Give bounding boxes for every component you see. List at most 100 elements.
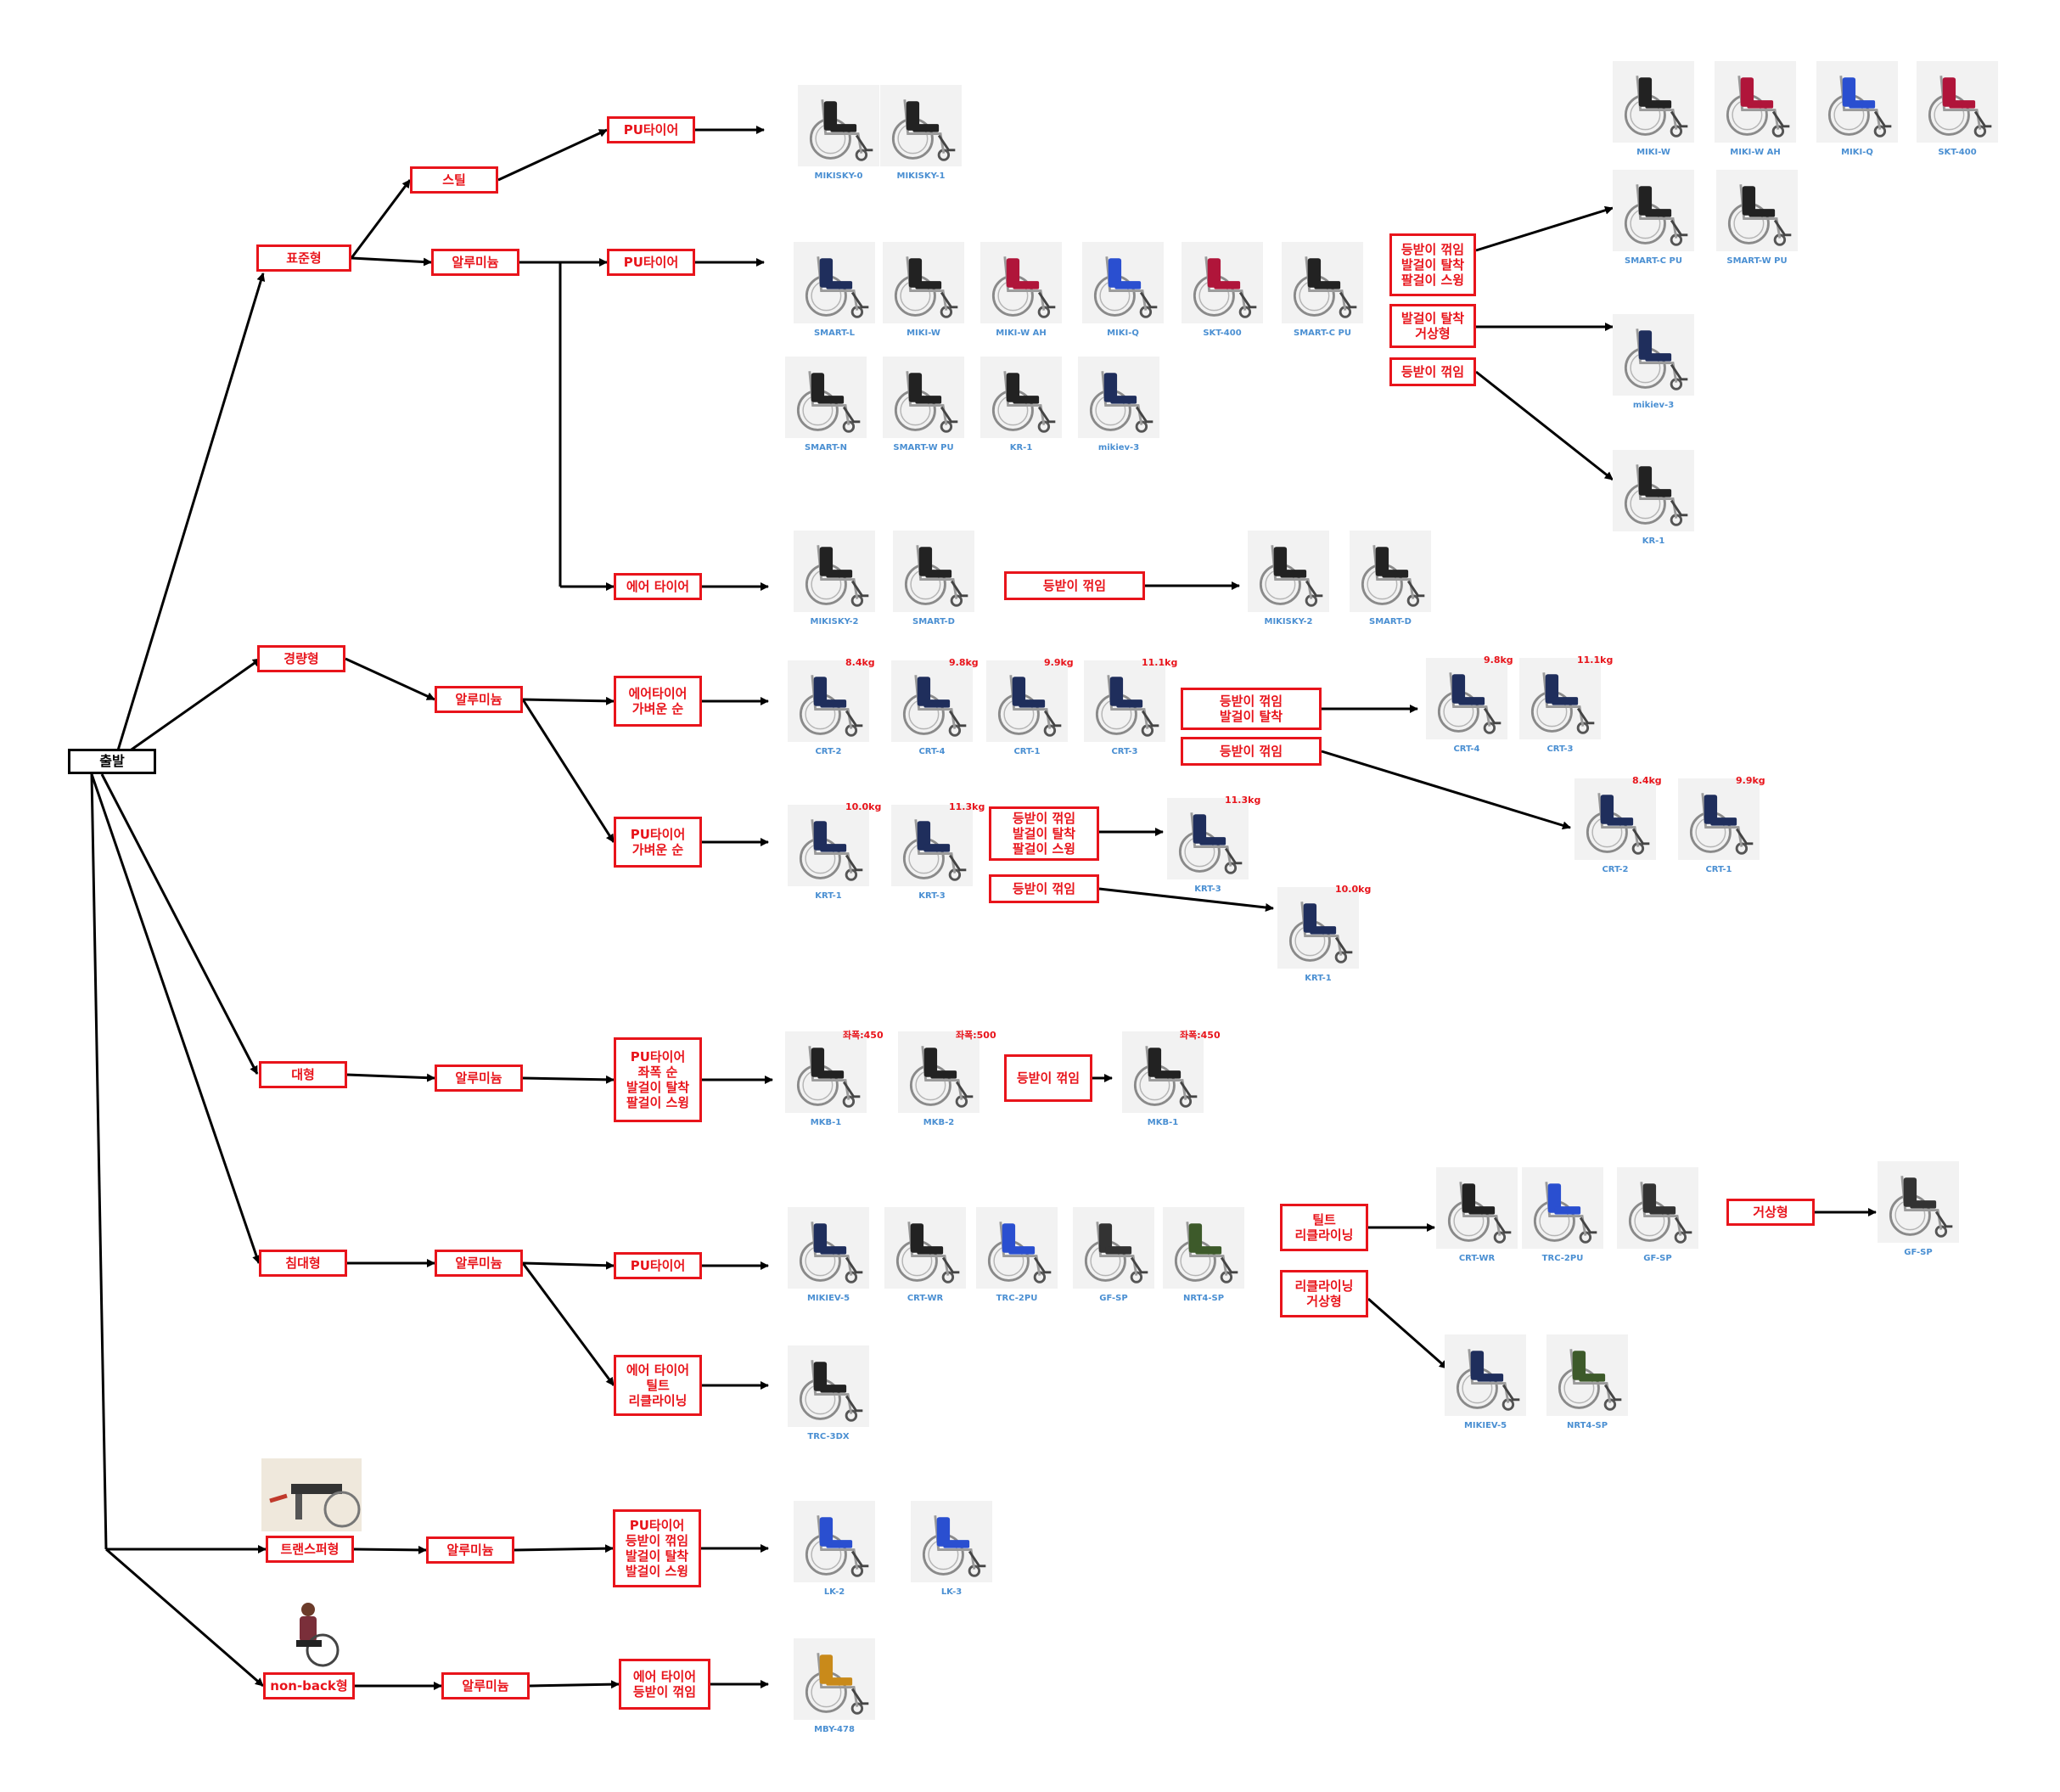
model-label: LK-3 — [940, 1587, 963, 1597]
model-label: CRT-3 — [1111, 747, 1138, 756]
wheelchair-photo — [1078, 357, 1159, 438]
wheelchair-photo — [980, 242, 1062, 323]
node-box-alu5: 알루미늄 — [426, 1536, 514, 1564]
model-label: SMART-N — [804, 443, 847, 452]
connector-arrow — [1367, 1297, 1448, 1370]
model-label: mikiev-3 — [1632, 401, 1675, 410]
node-box-bed: 침대형 — [259, 1250, 347, 1277]
model-label: MIKI-W — [907, 329, 940, 338]
connector-arrow — [350, 179, 412, 259]
model-label: MIKI-W — [1636, 148, 1670, 157]
model-label: CRT-1 — [1013, 747, 1041, 756]
nonback-demo-photo — [276, 1598, 344, 1669]
node-box-air4: 에어 타이어 등받이 꺾임 — [619, 1659, 710, 1710]
model-label: TRC-3DX — [807, 1432, 850, 1441]
wheelchair-icon — [1437, 672, 1501, 734]
wheelchair-photo — [883, 242, 964, 323]
wheelchair-icon — [922, 1515, 986, 1577]
wheelchair-photo — [1574, 778, 1656, 860]
wheelchair-photo — [986, 660, 1068, 742]
model-label: SMART-D — [1369, 617, 1412, 626]
wheelchair-icon — [894, 371, 958, 433]
connector-arrow — [522, 696, 615, 705]
wheelchair-photo — [1277, 887, 1359, 969]
connector-arrow — [522, 1075, 615, 1084]
wheelchair-icon — [904, 545, 968, 607]
wheelchair-photo — [884, 1207, 966, 1289]
weight-label: 11.3kg — [1225, 795, 1261, 806]
weight-label: 11.3kg — [949, 801, 985, 812]
node-box-steel: 스틸 — [410, 166, 498, 194]
model-label: KRT-3 — [918, 891, 946, 901]
wheelchair-photo — [794, 531, 875, 612]
model-label: GF-SP — [1099, 1294, 1128, 1303]
wheelchair-icon — [997, 675, 1062, 737]
wheelchair-photo — [1122, 1031, 1204, 1113]
connector-arrow — [114, 657, 261, 763]
node-box-f5: 등받이 꺾임 발걸이 탈착 — [1181, 688, 1322, 730]
model-label: CRT-4 — [918, 747, 946, 756]
wheelchair-photo — [1167, 798, 1249, 879]
connector-arrow — [1321, 750, 1571, 830]
connector-arrow — [514, 1544, 614, 1553]
node-box-pu3: PU타이어 가벼운 순 — [614, 817, 702, 868]
node-box-f6: 등받이 꺾임 — [1181, 737, 1322, 766]
node-box-air2: 에어타이어 가벼운 순 — [614, 676, 702, 727]
weight-label: 8.4kg — [845, 657, 875, 668]
wheelchair-icon — [1558, 1349, 1622, 1411]
wheelchair-icon — [1288, 902, 1353, 963]
model-label: SKT-400 — [1203, 329, 1242, 338]
weight-label: 9.9kg — [1736, 775, 1765, 786]
model-label: MIKIEV-5 — [806, 1294, 850, 1303]
weight-label: 좌폭:450 — [843, 1030, 884, 1041]
wheelchair-photo — [891, 660, 973, 742]
wheelchair-photo — [1248, 531, 1329, 612]
wheelchair-icon — [1093, 256, 1158, 318]
wheelchair-photo — [1426, 658, 1507, 739]
model-label: SMART-C PU — [1294, 329, 1351, 338]
wheelchair-icon — [1624, 76, 1688, 138]
model-label: SMART-W PU — [893, 443, 954, 452]
model-label: NRT4-SP — [1566, 1421, 1608, 1430]
model-label: MIKIEV-5 — [1463, 1421, 1507, 1430]
wheelchair-photo — [785, 357, 867, 438]
wheelchair-photo — [794, 242, 875, 323]
model-label: CRT-WR — [1458, 1254, 1496, 1263]
wheelchair-photo — [880, 85, 962, 166]
wheelchair-icon — [1447, 1182, 1512, 1244]
model-label: CRT-2 — [815, 747, 842, 756]
node-box-pu2: PU타이어 — [607, 249, 695, 276]
connector-arrow — [113, 272, 266, 762]
wheelchair-icon — [895, 1222, 960, 1284]
wheelchair-icon — [799, 819, 863, 881]
wheelchair-icon — [796, 1046, 861, 1108]
model-label: SMART-W PU — [1726, 256, 1788, 266]
wheelchair-photo — [898, 1031, 979, 1113]
model-label: MIKI-W AH — [1730, 148, 1781, 157]
weight-label: 11.1kg — [1142, 657, 1178, 668]
wheelchair-icon — [894, 256, 958, 318]
model-label: MBY-478 — [814, 1725, 855, 1734]
model-label: TRC-2PU — [996, 1294, 1038, 1303]
wheelchair-icon — [1727, 184, 1792, 246]
node-box-pu1: PU타이어 — [607, 116, 695, 143]
wheelchair-photo — [891, 805, 973, 886]
wheelchair-photo — [794, 1501, 875, 1582]
wheelchair-icon — [1889, 1176, 1953, 1238]
wheelchair-icon — [1361, 545, 1425, 607]
wheelchair-photo — [1282, 242, 1363, 323]
node-box-alu6: 알루미늄 — [441, 1672, 530, 1699]
wheelchair-icon — [1533, 1182, 1597, 1244]
wheelchair-photo — [1182, 242, 1263, 323]
node-box-tilt: 틸트 리클라이닝 — [1280, 1204, 1368, 1251]
node-box-air1: 에어 타이어 — [614, 573, 702, 600]
wheelchair-icon — [1624, 184, 1688, 246]
node-box-f2: 발걸이 탈착 거상형 — [1389, 304, 1476, 348]
model-label: CRT-4 — [1453, 744, 1480, 754]
wheelchair-icon — [799, 1360, 863, 1422]
wheelchair-icon — [1095, 675, 1159, 737]
model-label: NRT4-SP — [1182, 1294, 1225, 1303]
weight-label: 좌폭:500 — [956, 1030, 996, 1041]
